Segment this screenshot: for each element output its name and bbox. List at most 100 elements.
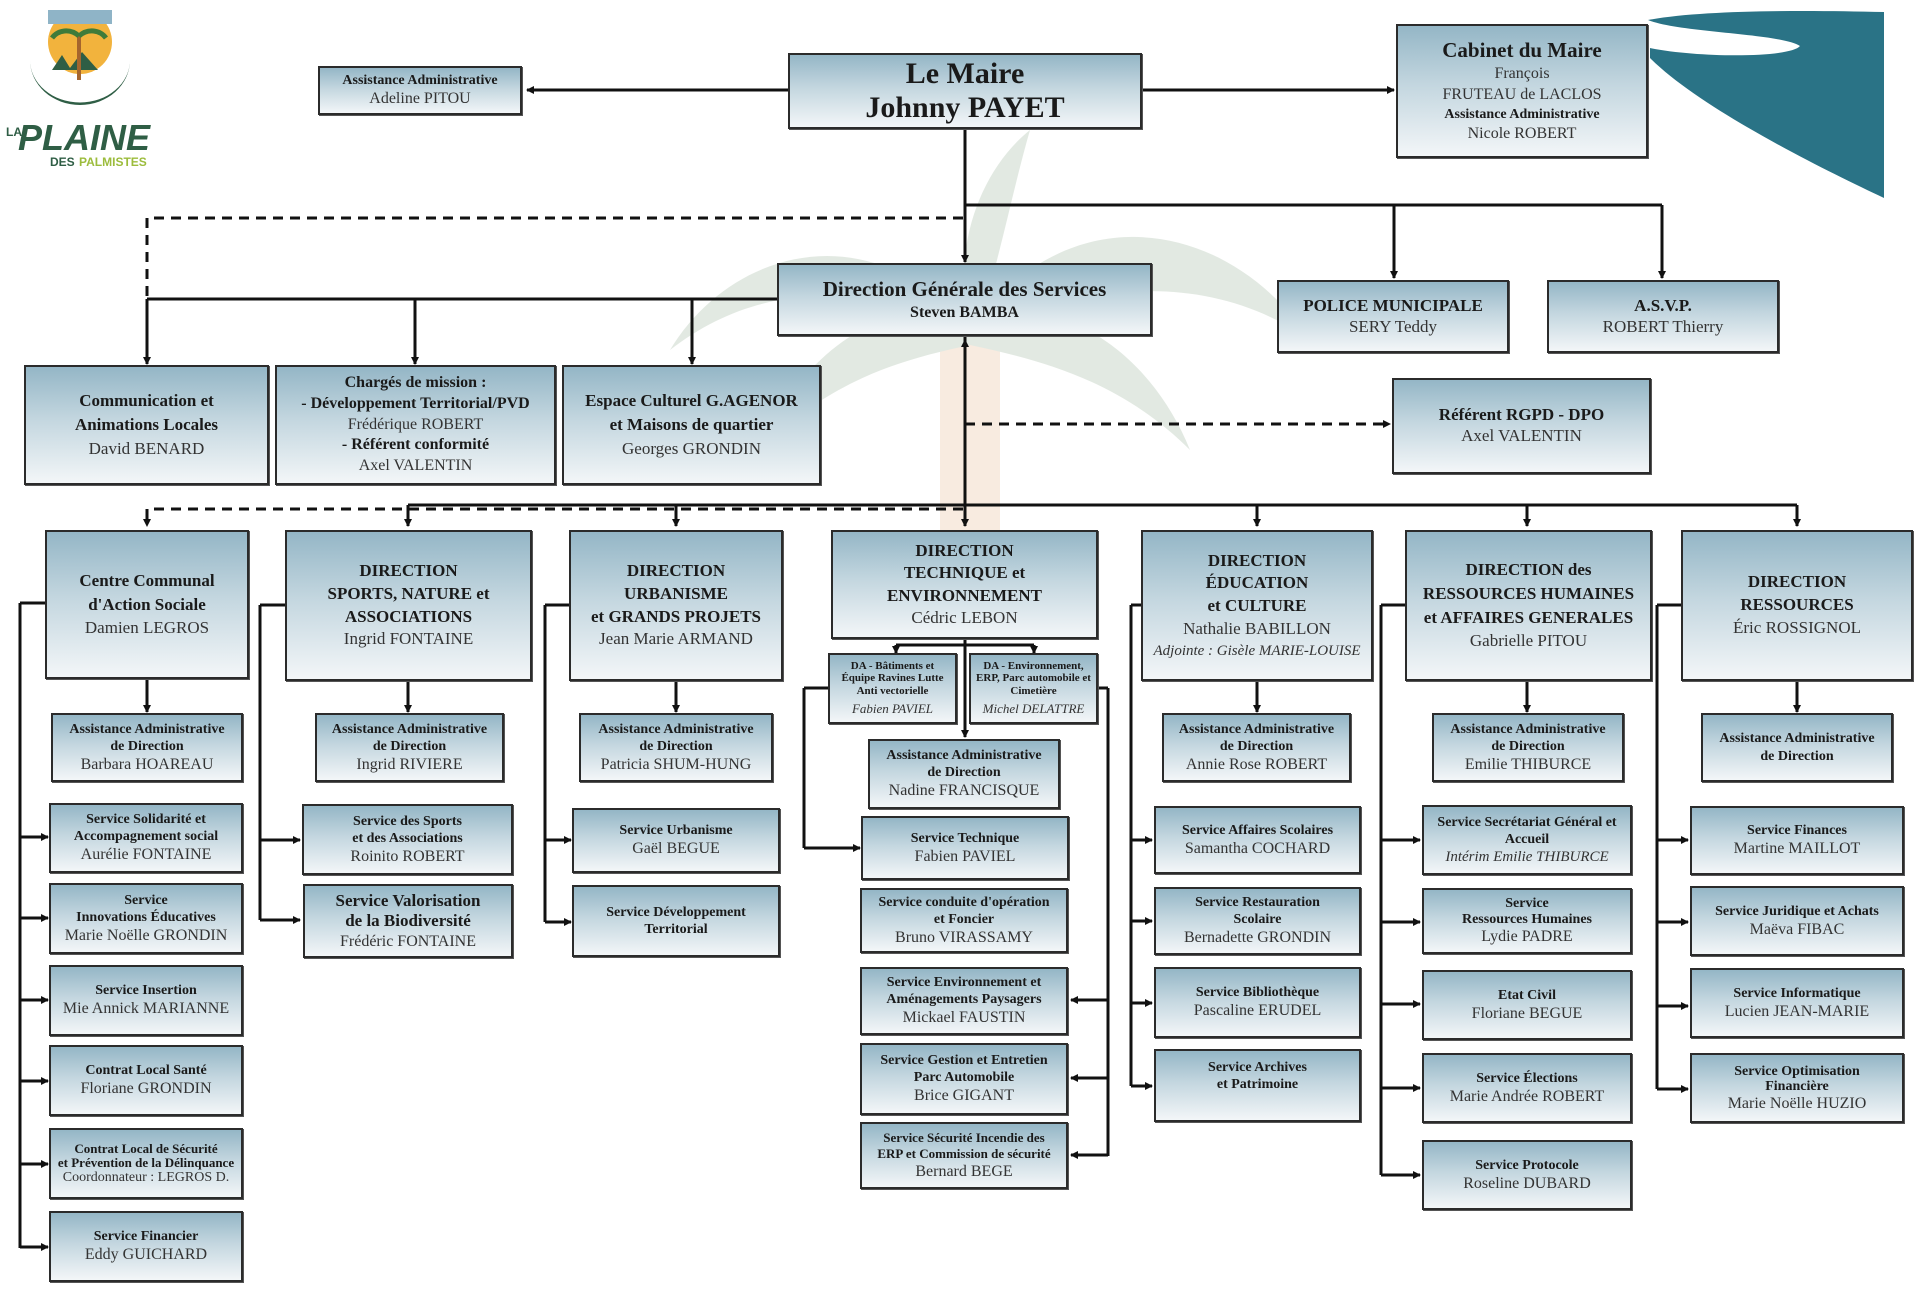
direction-urbanisme-box[interactable]: DIRECTION URBANISME et GRANDS PROJETS Je… bbox=[569, 530, 783, 681]
police-municipale-box[interactable]: POLICE MUNICIPALE SERY Teddy bbox=[1277, 280, 1509, 353]
technique-service-box[interactable]: Service Sécurité Incendie des ERP et Com… bbox=[860, 1122, 1068, 1189]
asvp-box[interactable]: A.S.V.P. ROBERT Thierry bbox=[1547, 280, 1779, 353]
rh-assistance-box[interactable]: Assistance Administrative de Direction E… bbox=[1432, 713, 1624, 782]
dgs-box[interactable]: Direction Générale des Services Steven B… bbox=[777, 263, 1152, 336]
maire-title: Le Maire bbox=[905, 56, 1025, 90]
sports-service-box[interactable]: Service Valorisation de la Biodiversité … bbox=[303, 884, 513, 958]
maire-box[interactable]: Le Maire Johnny PAYET bbox=[788, 53, 1142, 129]
education-service-box[interactable]: Service Bibliothèque Pascaline ERUDEL bbox=[1154, 967, 1361, 1038]
cabinet-sub-name: Nicole ROBERT bbox=[1467, 125, 1577, 143]
technique-da2-box[interactable]: DA - Environnement, ERP, Parc automobile… bbox=[969, 653, 1098, 724]
direction-adjointe: Adjointe : Gisèle MARIE-LOUISE bbox=[1153, 643, 1361, 660]
technique-service-box[interactable]: Service conduite d'opération et Foncier … bbox=[860, 888, 1068, 953]
technique-service-box[interactable]: Service Technique Fabien PAVIEL bbox=[861, 816, 1069, 880]
service-name: Bernadette GRONDIN bbox=[1183, 929, 1332, 947]
direction-head: Cédric LEBON bbox=[911, 607, 1018, 627]
assist-name: Ingrid RIVIERE bbox=[356, 755, 463, 773]
service-title: Service Technique bbox=[910, 830, 1020, 846]
service-title: Service Financier bbox=[93, 1229, 199, 1245]
da-name: Fabien PAVIEL bbox=[851, 701, 934, 717]
direction-title: DIRECTION bbox=[1207, 550, 1307, 570]
ressources-service-box[interactable]: Service Juridique et Achats Maëva FIBAC bbox=[1690, 886, 1904, 956]
direction-sports-box[interactable]: DIRECTION SPORTS, NATURE et ASSOCIATIONS… bbox=[285, 530, 532, 681]
communication-box[interactable]: Communication et Animations Locales Davi… bbox=[24, 365, 269, 485]
ccas-service-box[interactable]: Service Innovations Éducatives Marie Noë… bbox=[49, 883, 243, 954]
service-title: Service bbox=[124, 892, 168, 908]
direction-ressources-box[interactable]: DIRECTION RESSOURCES Éric ROSSIGNOL bbox=[1681, 530, 1913, 681]
education-assistance-box[interactable]: Assistance Administrative de Direction A… bbox=[1162, 713, 1351, 782]
urbanisme-assistance-box[interactable]: Assistance Administrative de Direction P… bbox=[579, 713, 773, 782]
da-name: Michel DELATTRE bbox=[982, 701, 1085, 717]
service-title: Service Solidarité et bbox=[86, 812, 206, 828]
direction-ccas-box[interactable]: Centre Communal d'Action Sociale Damien … bbox=[45, 530, 249, 679]
technique-da1-box[interactable]: DA - Bâtiments et Équipe Ravines Lutte A… bbox=[828, 653, 957, 724]
sports-assistance-box[interactable]: Assistance Administrative de Direction I… bbox=[315, 713, 504, 782]
assist-title: Assistance Administrative bbox=[69, 721, 225, 737]
service-title: Service Finances bbox=[1747, 823, 1847, 839]
direction-technique-box[interactable]: DIRECTION TECHNIQUE et ENVIRONNEMENT Céd… bbox=[831, 530, 1098, 639]
service-title: Service Informatique bbox=[1733, 985, 1861, 1001]
rgpd-box[interactable]: Référent RGPD - DPO Axel VALENTIN bbox=[1392, 378, 1651, 474]
cabinet-sub-title: Assistance Administrative bbox=[1444, 106, 1600, 122]
service-name: Roseline DUBARD bbox=[1463, 1174, 1591, 1192]
ressources-service-box[interactable]: Service Informatique Lucien JEAN-MARIE bbox=[1690, 968, 1904, 1038]
service-title: et des Associations bbox=[352, 830, 463, 846]
dgs-name: Steven BAMBA bbox=[910, 303, 1019, 321]
education-service-box[interactable]: Service Archives et Patrimoine bbox=[1154, 1049, 1361, 1122]
rh-service-box[interactable]: Service Ressources Humaines Lydie PADRE bbox=[1422, 888, 1632, 954]
cabinet-du-maire-box[interactable]: Cabinet du Maire François FRUTEAU de LAC… bbox=[1396, 24, 1648, 158]
direction-rh-box[interactable]: DIRECTION des RESSOURCES HUMAINES et AFF… bbox=[1405, 530, 1652, 681]
education-service-box[interactable]: Service Restauration Scolaire Bernadette… bbox=[1154, 887, 1361, 955]
assist-title: de Direction bbox=[927, 765, 1001, 781]
ccas-service-box[interactable]: Contrat Local de Sécurité et Prévention … bbox=[49, 1128, 243, 1199]
rh-service-box[interactable]: Service Secrétariat Général et Accueil I… bbox=[1422, 805, 1632, 875]
direction-head: Jean Marie ARMAND bbox=[599, 629, 753, 649]
service-name: Bernard BEGE bbox=[915, 1162, 1013, 1180]
technique-service-box[interactable]: Service Gestion et Entretien Parc Automo… bbox=[860, 1043, 1068, 1115]
service-title: ERP et Commission de sécurité bbox=[877, 1145, 1051, 1161]
service-title: Etat Civil bbox=[1498, 987, 1556, 1003]
service-title: Service Affaires Scolaires bbox=[1181, 822, 1334, 838]
ccas-service-box[interactable]: Service Financier Eddy GUICHARD bbox=[49, 1211, 243, 1282]
rh-service-box[interactable]: Service Protocole Roseline DUBARD bbox=[1422, 1140, 1632, 1210]
urbanisme-service-box[interactable]: Service Développement Territorial bbox=[572, 885, 780, 957]
education-service-box[interactable]: Service Affaires Scolaires Samantha COCH… bbox=[1154, 806, 1361, 874]
service-title: Accueil bbox=[1504, 831, 1550, 847]
service-title: Ressources Humaines bbox=[1461, 911, 1593, 927]
la-plaine-des-palmistes-logo: LA PLAINE DES PALMISTES bbox=[6, 10, 151, 169]
decorative-wave-shape bbox=[1648, 10, 1884, 198]
assistance-maire-box[interactable]: Assistance Administrative Adeline PITOU bbox=[318, 66, 522, 115]
service-title: Service Restauration bbox=[1195, 895, 1320, 911]
ccas-service-box[interactable]: Service Insertion Mie Annick MARIANNE bbox=[49, 965, 243, 1036]
service-name: Coordonnateur : LEGROS D. bbox=[62, 1170, 230, 1186]
service-name: Brice GIGANT bbox=[914, 1087, 1014, 1105]
svg-text:DES: DES bbox=[50, 155, 75, 169]
ressources-service-box[interactable]: Service Optimisation Financière Marie No… bbox=[1690, 1053, 1904, 1123]
sports-service-box[interactable]: Service des Sports et des Associations R… bbox=[302, 804, 513, 875]
charges-de-mission-box[interactable]: Chargés de mission : - Développement Ter… bbox=[275, 365, 556, 485]
service-title: Service Protocole bbox=[1475, 1157, 1579, 1173]
ressources-assistance-box[interactable]: Assistance Administrative de Direction bbox=[1701, 713, 1893, 782]
urbanisme-service-box[interactable]: Service Urbanisme Gaël BEGUE bbox=[572, 808, 780, 873]
service-title: Service des Sports bbox=[353, 813, 462, 829]
direction-title: DIRECTION bbox=[915, 541, 1014, 561]
ccas-service-box[interactable]: Contrat Local Santé Floriane GRONDIN bbox=[49, 1045, 243, 1116]
ccas-assistance-box[interactable]: Assistance Administrative de Direction B… bbox=[51, 713, 243, 782]
technique-service-box[interactable]: Service Environnement et Aménagements Pa… bbox=[860, 967, 1068, 1035]
palm-leaf bbox=[970, 315, 1190, 450]
maire-name: Johnny PAYET bbox=[865, 91, 1065, 124]
assist-title: de Direction bbox=[110, 738, 184, 754]
rh-service-box[interactable]: Etat Civil Floriane BEGUE bbox=[1422, 970, 1632, 1040]
service-title: Service Urbanisme bbox=[619, 823, 733, 839]
assist-title: Assistance Administrative bbox=[1178, 721, 1335, 737]
assist-title: Assistance Administrative bbox=[598, 721, 754, 737]
service-title: Service bbox=[1505, 895, 1549, 911]
charges-name-2: Axel VALENTIN bbox=[358, 457, 473, 475]
rh-service-box[interactable]: Service Élections Marie Andrée ROBERT bbox=[1422, 1053, 1632, 1123]
direction-education-box[interactable]: DIRECTION ÉDUCATION et CULTURE Nathalie … bbox=[1141, 530, 1373, 681]
ccas-service-box[interactable]: Service Solidarité et Accompagnement soc… bbox=[49, 803, 243, 873]
technique-assistance-box[interactable]: Assistance Administrative de Direction N… bbox=[868, 739, 1060, 809]
ressources-service-box[interactable]: Service Finances Martine MAILLOT bbox=[1690, 806, 1904, 875]
espace-culturel-box[interactable]: Espace Culturel G.AGENOR et Maisons de q… bbox=[562, 365, 821, 485]
communication-name: David BENARD bbox=[88, 438, 205, 458]
